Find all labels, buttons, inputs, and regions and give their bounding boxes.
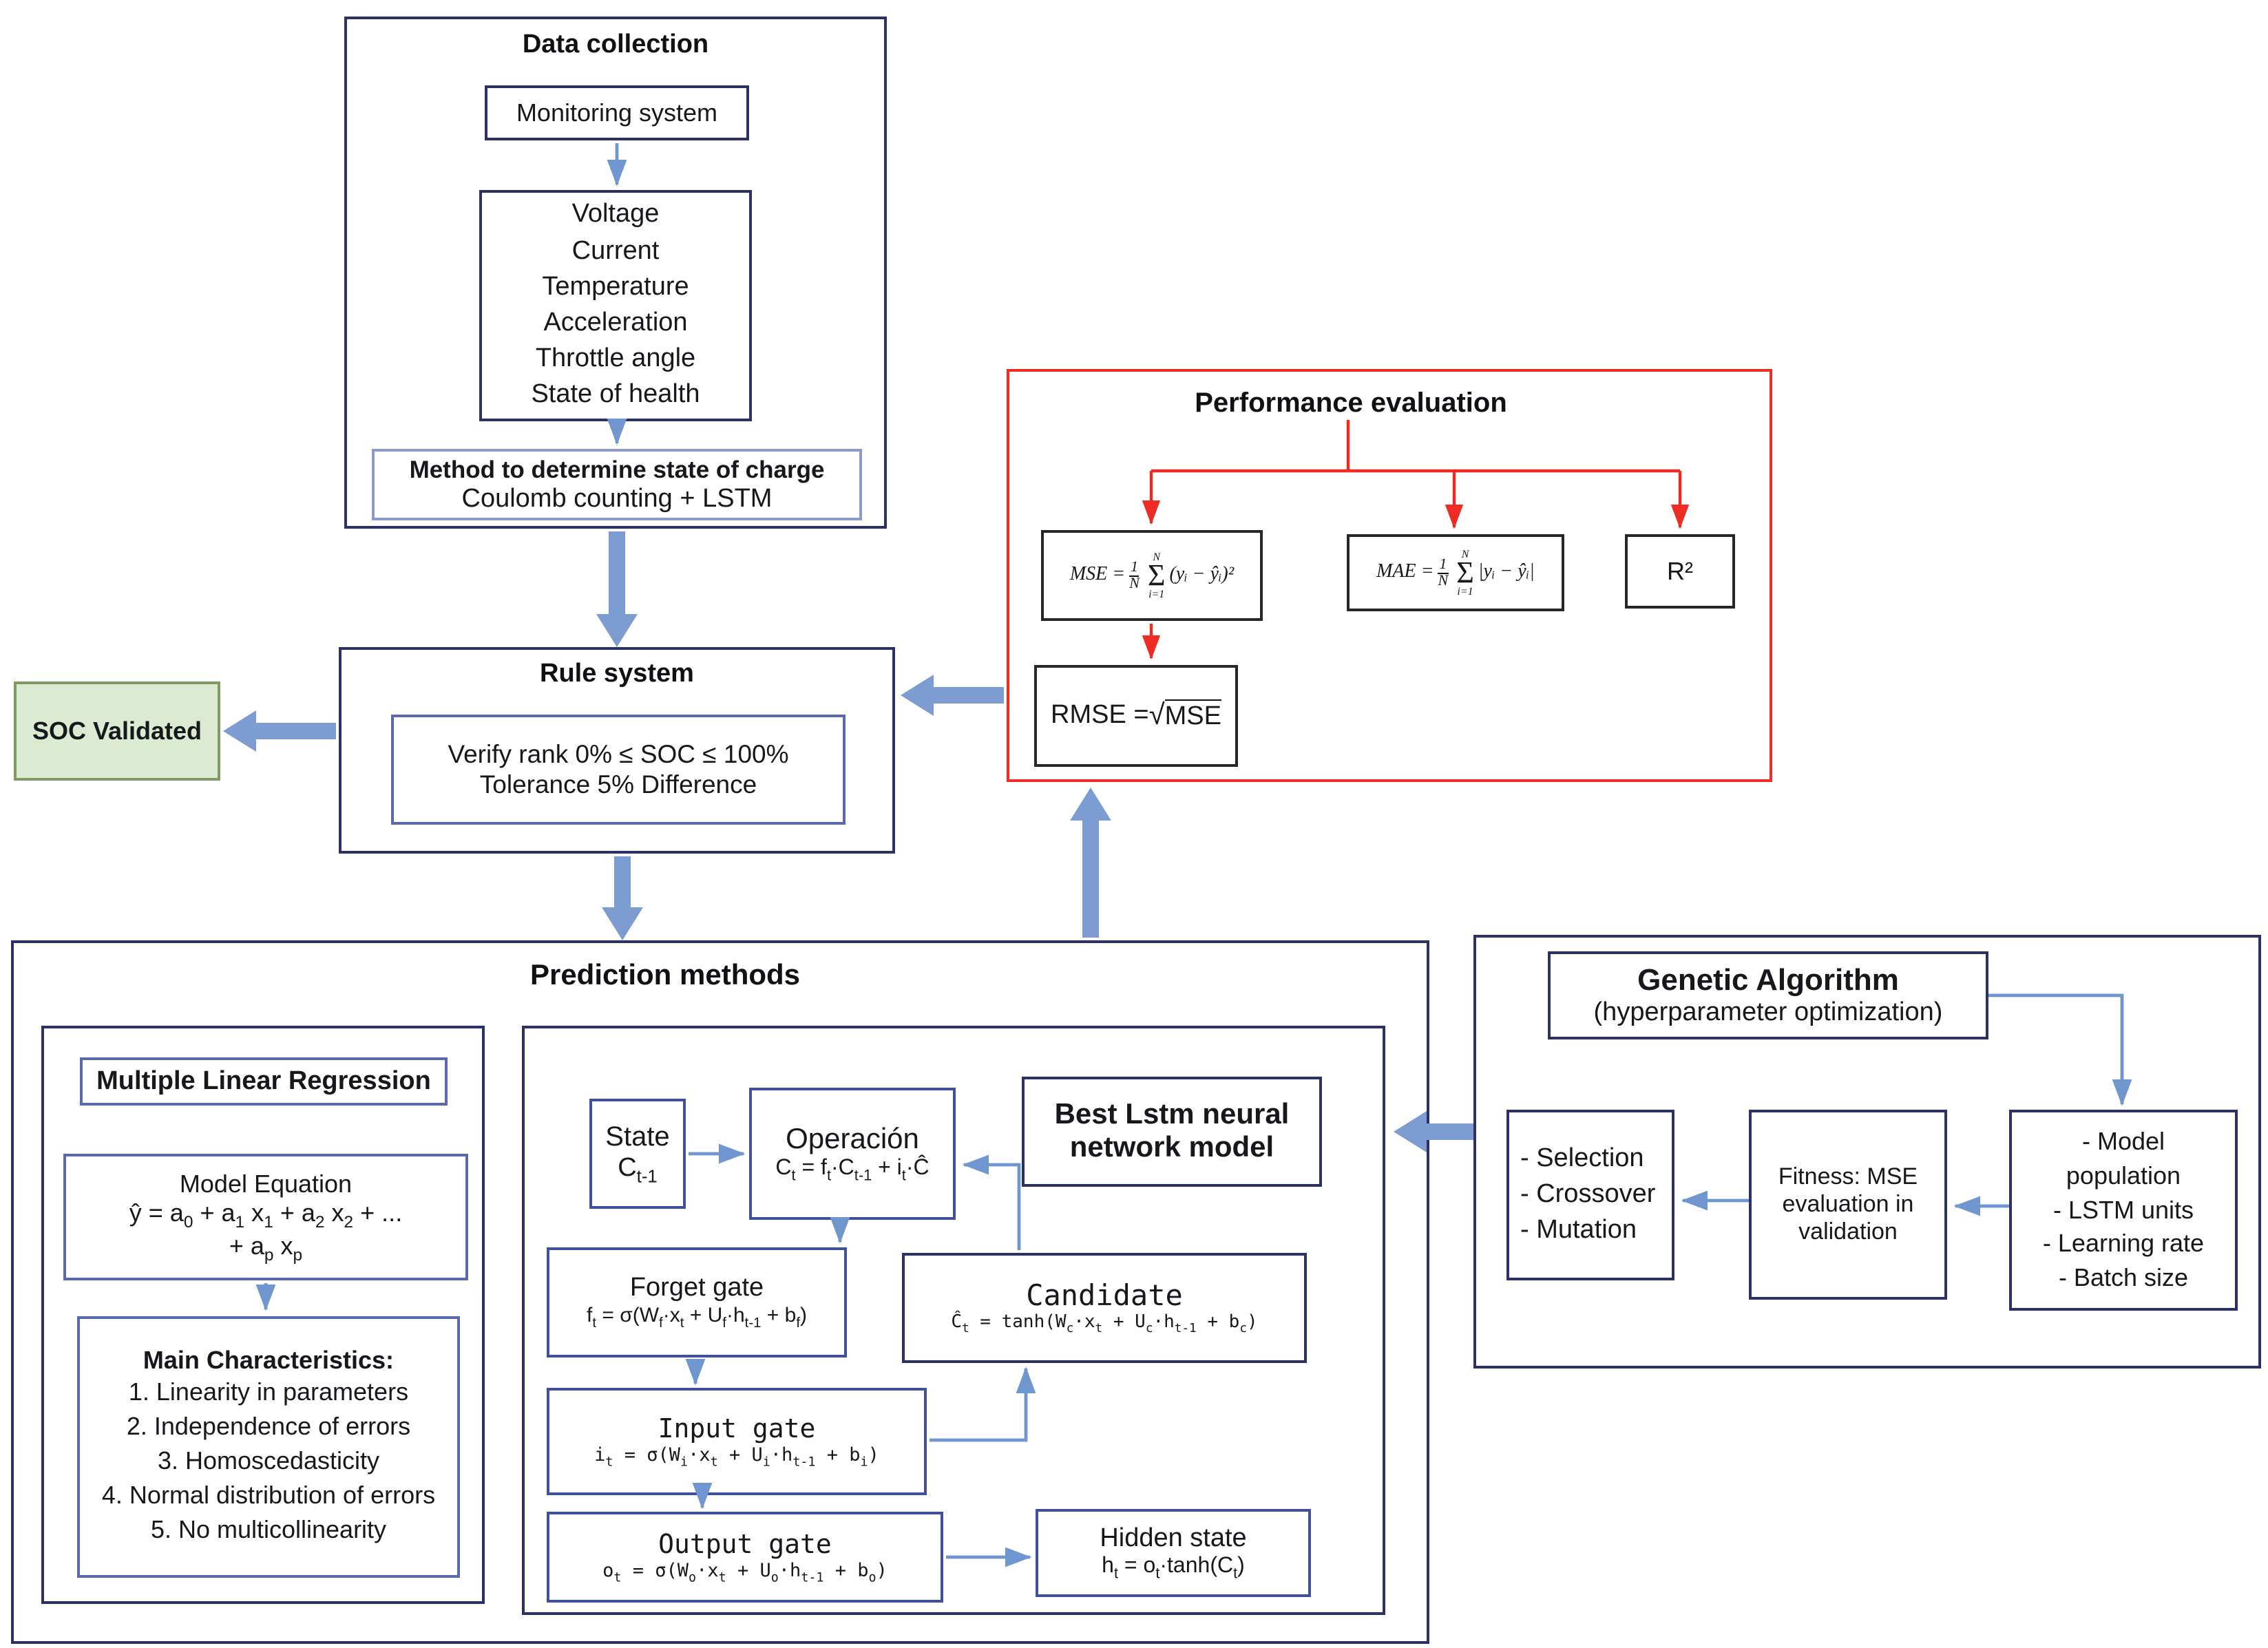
data-collection-title: Data collection	[522, 30, 709, 59]
mlr-box	[41, 1026, 485, 1604]
model-equation-title: Model Equation	[179, 1170, 353, 1198]
candidate-formula: Ĉt = tanh(Wc·xt + Uc·ht-1 + bc)	[951, 1312, 1258, 1337]
ga-population-item: - Model population	[2066, 1127, 2181, 1190]
input-gate-formula: it = σ(Wi·xt + Ui·ht-1 + bi)	[594, 1444, 879, 1470]
output-gate-title: Output gate	[658, 1529, 832, 1560]
rmse-formula-box: RMSE =√MSE	[1034, 665, 1238, 767]
main-characteristics-box: Main Characteristics: 1. Linearity in pa…	[77, 1316, 460, 1578]
output-gate-box: Output gate ot = σ(Wo·xt + Uo·ht-1 + bo)	[547, 1512, 943, 1603]
operation-box: Operación Ct = ft·Ct-1 + it·Ĉ	[749, 1088, 956, 1220]
model-equation-box: Model Equation ŷ = a0 + a1 x1 + a2 x2 + …	[63, 1154, 468, 1280]
soc-method-value: Coulomb counting + LSTM	[461, 484, 773, 513]
soc-validated-box: SOC Validated	[14, 682, 220, 781]
soc-method-box: Method to determine state of charge Coul…	[372, 449, 862, 520]
verify-rank-line: Verify rank 0% ≤ SOC ≤ 100%	[448, 739, 789, 768]
variable-item: Throttle angle	[535, 344, 696, 374]
main-characteristics-title: Main Characteristics:	[143, 1346, 395, 1375]
ga-operator-item: - Selection	[1520, 1143, 1644, 1173]
variable-item: Current	[571, 236, 660, 266]
variable-item: State of health	[531, 380, 700, 410]
soc-method-title: Method to determine state of charge	[409, 455, 825, 483]
ga-population-box: - Model population - LSTM units - Learni…	[2009, 1110, 2238, 1311]
mlr-title-box: Multiple Linear Regression	[80, 1057, 448, 1106]
genetic-algorithm-subtitle: (hyperparameter optimization)	[1593, 998, 1943, 1027]
mae-lhs: MAE =	[1376, 562, 1434, 582]
hidden-state-title: Hidden state	[1100, 1523, 1247, 1553]
arrow-prediction-to-performance	[1070, 788, 1111, 938]
hidden-state-formula: ht = ot·tanh(Ct)	[1102, 1554, 1245, 1583]
genetic-algorithm-title: Genetic Algorithm	[1637, 962, 1899, 997]
rmse-lhs: RMSE =	[1051, 701, 1149, 730]
radical-sign: √	[1148, 699, 1165, 731]
forget-gate-formula: ft = σ(Wf·xt + Uf·ht-1 + bf)	[586, 1304, 807, 1331]
characteristic-item: 2. Independence of errors	[126, 1413, 411, 1441]
characteristic-item: 1. Linearity in parameters	[128, 1378, 409, 1406]
characteristic-item: 5. No multicollinearity	[150, 1515, 387, 1543]
rule-system-title: Rule system	[540, 659, 694, 688]
forget-gate-box: Forget gate ft = σ(Wf·xt + Uf·ht-1 + bf)	[547, 1247, 847, 1358]
variables-box: Voltage Current Temperature Acceleration…	[479, 190, 752, 421]
mse-lhs: MSE =	[1069, 564, 1126, 585]
arrow-performance-to-rulesystem	[901, 675, 1004, 716]
best-lstm-box: Best Lstm neural network model	[1022, 1077, 1322, 1187]
input-gate-title: Input gate	[658, 1413, 816, 1444]
variable-item: Acceleration	[543, 308, 688, 337]
candidate-box: Candidate Ĉt = tanh(Wc·xt + Uc·ht-1 + bc…	[902, 1253, 1307, 1363]
monitoring-system-box: Monitoring system	[485, 85, 749, 140]
ga-operator-item: - Crossover	[1520, 1179, 1656, 1209]
operation-formula: Ct = ft·Ct-1 + it·Ĉ	[775, 1156, 930, 1185]
ga-operator-item: - Mutation	[1520, 1216, 1637, 1245]
mae-body: |yᵢ − ŷᵢ|	[1478, 562, 1535, 582]
state-title: State	[605, 1121, 670, 1152]
arrow-datacollection-to-rulesystem	[596, 531, 638, 647]
arrow-rulesystem-to-socvalidated	[223, 710, 336, 752]
verify-rank-box: Verify rank 0% ≤ SOC ≤ 100% Tolerance 5%…	[391, 715, 846, 825]
arrow-rulesystem-to-prediction	[602, 856, 643, 940]
performance-evaluation-title: Performance evaluation	[1195, 388, 1507, 419]
mse-body: (yᵢ − ŷᵢ)²	[1169, 564, 1235, 585]
candidate-title: Candidate	[1026, 1279, 1183, 1313]
variable-item: Temperature	[542, 272, 689, 302]
ga-population-item: - Learning rate	[2042, 1229, 2205, 1258]
prediction-methods-title: Prediction methods	[529, 960, 801, 991]
hidden-state-box: Hidden state ht = ot·tanh(Ct)	[1036, 1509, 1311, 1597]
state-box: State Ct-1	[589, 1099, 686, 1209]
operation-title: Operación	[786, 1123, 919, 1155]
input-gate-box: Input gate it = σ(Wi·xt + Ui·ht-1 + bi)	[547, 1388, 927, 1495]
forget-gate-title: Forget gate	[629, 1274, 764, 1302]
state-formula: Ct-1	[618, 1153, 658, 1186]
ga-fitness-box: Fitness: MSE evaluation in validation	[1749, 1110, 1947, 1300]
genetic-algorithm-title-box: Genetic Algorithm (hyperparameter optimi…	[1548, 951, 1988, 1039]
characteristic-item: 3. Homoscedasticity	[157, 1447, 380, 1475]
tolerance-line: Tolerance 5% Difference	[479, 770, 757, 799]
output-gate-formula: ot = σ(Wo·xt + Uo·ht-1 + bo)	[602, 1559, 888, 1585]
characteristic-item: 4. Normal distribution of errors	[101, 1481, 436, 1509]
r2-box: R²	[1625, 534, 1735, 609]
data-collection-box	[344, 17, 887, 529]
rmse-body: MSE	[1164, 699, 1221, 732]
model-equation-line2: + ap xp	[229, 1232, 303, 1265]
variable-item: Voltage	[571, 200, 660, 229]
lstm-box	[522, 1026, 1385, 1615]
ga-operators-box: - Selection - Crossover - Mutation	[1506, 1110, 1674, 1280]
ga-population-item: - LSTM units	[2052, 1196, 2194, 1224]
ga-population-item: - Batch size	[2058, 1264, 2189, 1292]
model-equation-line1: ŷ = a0 + a1 x1 + a2 x2 + ...	[129, 1198, 403, 1232]
